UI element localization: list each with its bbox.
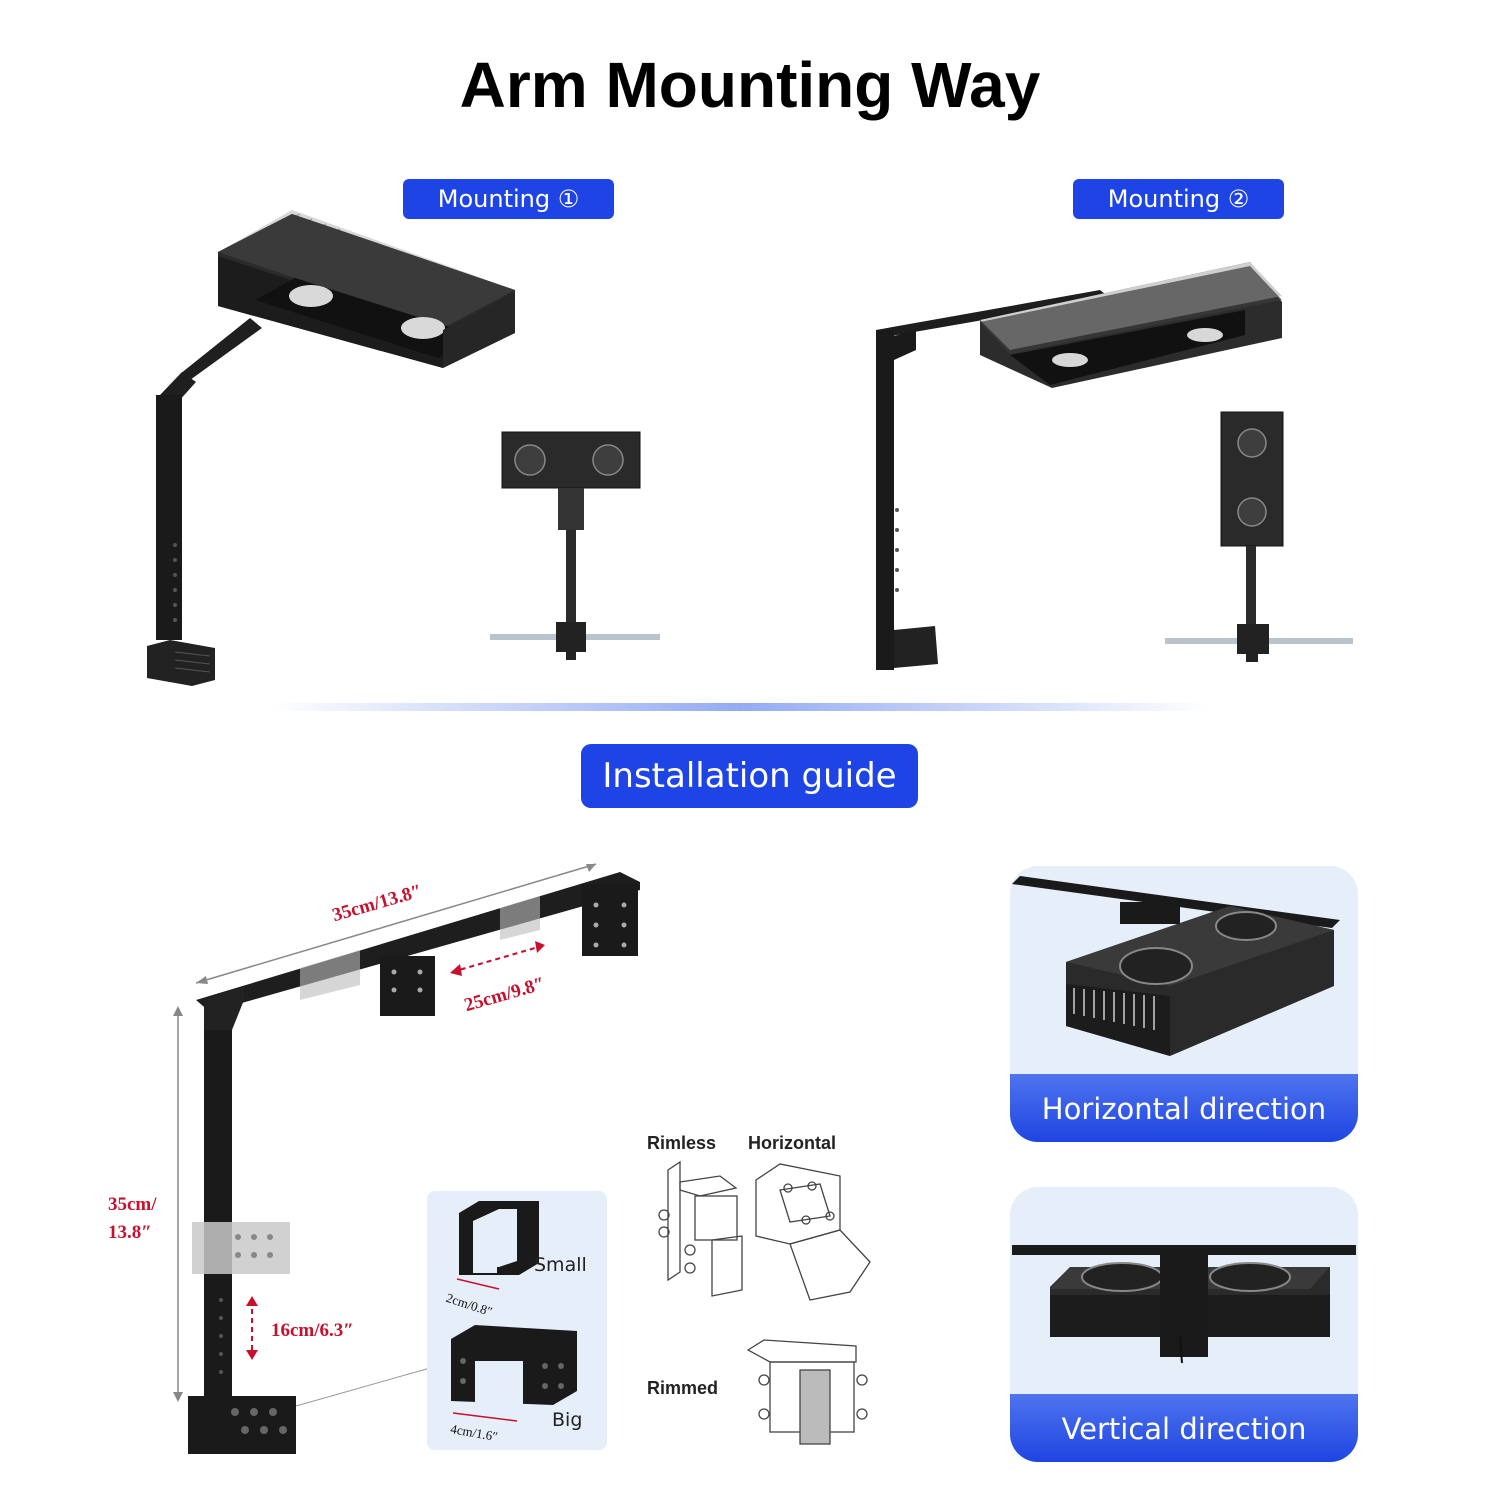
vertical-direction-card: Vertical direction: [1010, 1187, 1358, 1462]
clamp-illustrations: [451, 1201, 577, 1422]
mounting-2-light-image: [876, 262, 1282, 670]
section-divider: [270, 703, 1210, 711]
rimmed-label: Rimmed: [647, 1378, 719, 1398]
mounting-1-light-image: [147, 210, 515, 686]
pole-height-label-2: 13.8″: [108, 1222, 152, 1243]
horizontal-direction-label: Horizontal direction: [1010, 1074, 1358, 1142]
mounting-1-badge: Mounting ①: [403, 179, 614, 219]
horizontal-direction-image: [1012, 876, 1340, 1056]
big-clamp-image: [451, 1325, 577, 1422]
arm-dimension-diagram: [173, 863, 640, 1454]
page-title: Arm Mounting Way: [459, 49, 1041, 121]
mounting-1-top-view-image: [490, 431, 660, 660]
small-clamp-image: [456, 1201, 539, 1290]
vertical-direction-label: Vertical direction: [1010, 1394, 1358, 1462]
mounting-2-top-view-image: [1165, 411, 1353, 662]
big-clamp-label: Big: [552, 1409, 583, 1431]
pole-height-label-1: 35cm/: [108, 1194, 157, 1215]
rimless-label: Rimless: [647, 1133, 717, 1153]
vertical-direction-image: [1012, 1245, 1356, 1364]
installation-guide-badge: Installation guide: [581, 744, 918, 808]
horizontal-label: Horizontal: [748, 1133, 836, 1153]
small-clamp-label: Small: [534, 1254, 587, 1276]
adjust-range-label: 16cm/6.3″: [271, 1320, 354, 1341]
horizontal-direction-card: Horizontal direction: [1010, 866, 1358, 1142]
mounting-2-badge: Mounting ②: [1073, 179, 1284, 219]
clamp-size-panel: [427, 1191, 607, 1450]
